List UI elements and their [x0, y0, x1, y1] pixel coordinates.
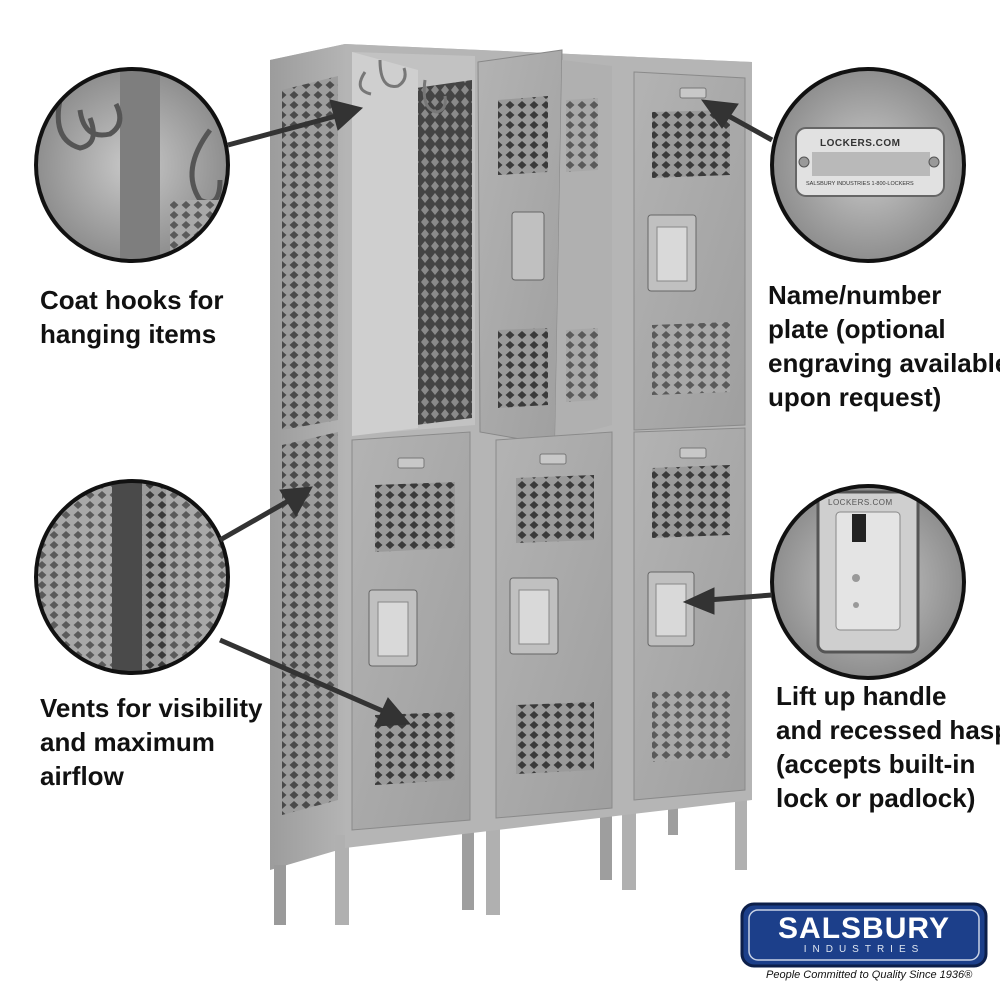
salsbury-logo-badge — [740, 902, 988, 968]
logo-tagline: People Committed to Quality Since 1936® — [766, 969, 973, 981]
arrow-name-plate — [723, 111, 774, 143]
arrow-handle — [707, 592, 773, 603]
callout-arrows — [218, 99, 774, 727]
logo-sub: INDUSTRIES — [803, 944, 925, 955]
leg — [622, 800, 636, 890]
detail-handle — [770, 484, 966, 680]
coat-hook — [422, 79, 447, 114]
caption-vents: Vents for visibility and maximum airflow — [40, 693, 263, 791]
side-vents-lower — [282, 432, 338, 815]
handle-brand-text: LOCKERS.COM — [828, 498, 893, 507]
handle — [511, 211, 545, 281]
leg — [335, 835, 349, 925]
logo-name: SALSBURY — [778, 912, 950, 945]
coat-hook — [358, 59, 407, 96]
locker-bank — [270, 44, 752, 925]
leg — [668, 790, 678, 835]
plate-fineprint: SALSBURY INDUSTRIES 1-800-LOCKERS — [806, 181, 914, 187]
arrow-vents-door — [219, 637, 386, 715]
detail-name-plate — [770, 67, 966, 263]
side-vents-upper — [282, 76, 338, 430]
salsbury-logo: SALSBURY INDUSTRIES — [742, 904, 986, 966]
leg — [462, 830, 474, 910]
mesh-back — [416, 80, 472, 425]
detail-coat-hooks — [34, 67, 230, 263]
leg — [274, 865, 286, 925]
caption-coat-hooks: Coat hooks for hanging items — [40, 285, 224, 349]
detail-vents — [34, 479, 230, 675]
leg — [486, 820, 500, 915]
number-plate — [679, 87, 707, 99]
leg — [735, 785, 747, 870]
arrow-vents-side — [218, 497, 292, 543]
arrow-coat-hooks — [227, 112, 341, 148]
plate-brand-text: LOCKERS.COM — [820, 138, 901, 149]
leg — [600, 810, 612, 880]
caption-lift-handle: Lift up handle and recessed hasp (accept… — [776, 681, 1000, 813]
caption-name-plate: Name/number plate (optional engraving av… — [768, 280, 1000, 412]
